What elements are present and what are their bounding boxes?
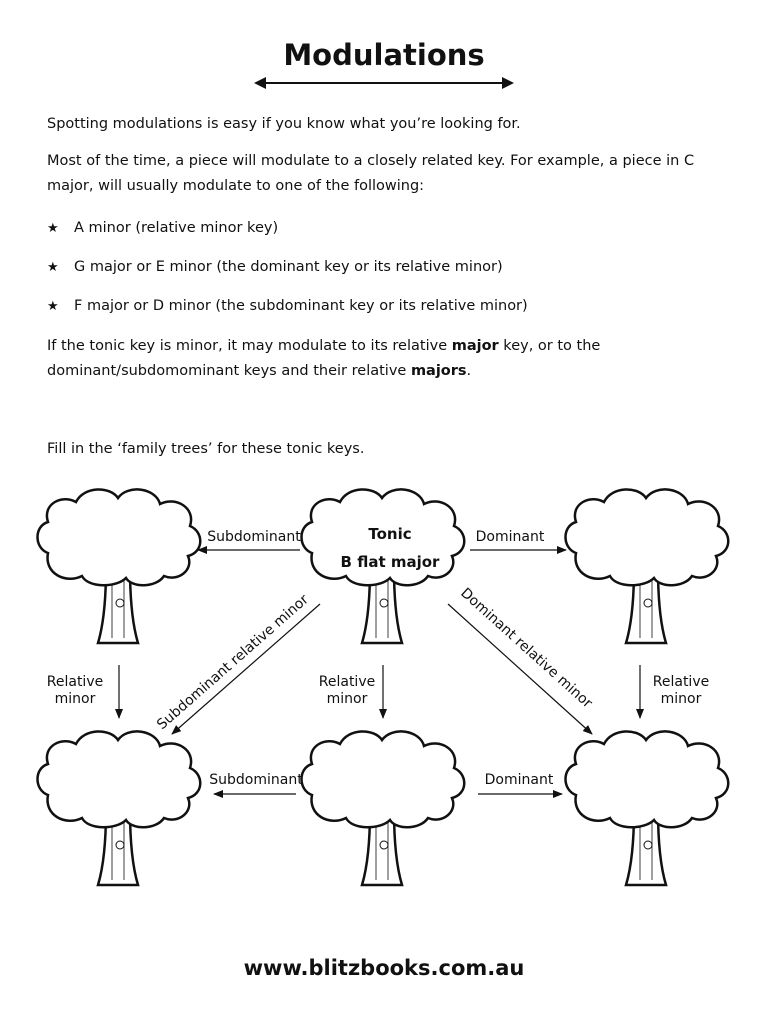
tonic-label: Tonic — [368, 525, 411, 543]
star-icon: ★ — [47, 221, 59, 236]
minor-label-left: minor — [55, 691, 96, 707]
subdominant-label-top: Subdominant — [207, 529, 301, 545]
tree-dominant-bottom — [564, 730, 730, 887]
relative-label-left: Relative — [47, 674, 103, 690]
dominant-label-bottom: Dominant — [485, 772, 554, 788]
tree-subdominant-bottom — [36, 730, 202, 887]
tree-subdominant-top — [36, 488, 202, 645]
explanation-text: Most of the time, a piece will modulate … — [47, 153, 695, 194]
star-icon: ★ — [47, 299, 59, 314]
title-double-arrow — [254, 77, 514, 89]
dominant-relative-minor-label: Dominant relative minor — [457, 585, 595, 712]
instruction-text: Fill in the ‘family trees’ for these ton… — [47, 441, 365, 457]
list-item: ★F major or D minor (the subdominant key… — [47, 296, 528, 317]
minor-key-text: If the tonic key is minor, it may modula… — [47, 338, 601, 379]
subdominant-label-bottom: Subdominant — [209, 772, 303, 788]
tonic-key-label: B flat major — [341, 553, 440, 571]
star-icon: ★ — [47, 260, 59, 275]
tree-dominant-top — [564, 488, 730, 645]
family-tree-diagram: Tonic B flat major Subdominant Dominant … — [36, 488, 730, 887]
minor-label-middle: minor — [327, 691, 368, 707]
dominant-label-top: Dominant — [476, 529, 545, 545]
minor-label-right: minor — [661, 691, 702, 707]
relative-label-right: Relative — [653, 674, 709, 690]
page-title: Modulations — [283, 38, 485, 72]
intro-text: Spotting modulations is easy if you know… — [47, 116, 521, 132]
relative-label-middle: Relative — [319, 674, 375, 690]
list-item: ★A minor (relative minor key) — [47, 218, 278, 239]
tree-relative-minor — [300, 730, 466, 887]
subdominant-relative-minor-label: Subdominant relative minor — [154, 592, 312, 733]
footer-url: www.blitzbooks.com.au — [243, 956, 525, 980]
list-item: ★G major or E minor (the dominant key or… — [47, 257, 503, 278]
